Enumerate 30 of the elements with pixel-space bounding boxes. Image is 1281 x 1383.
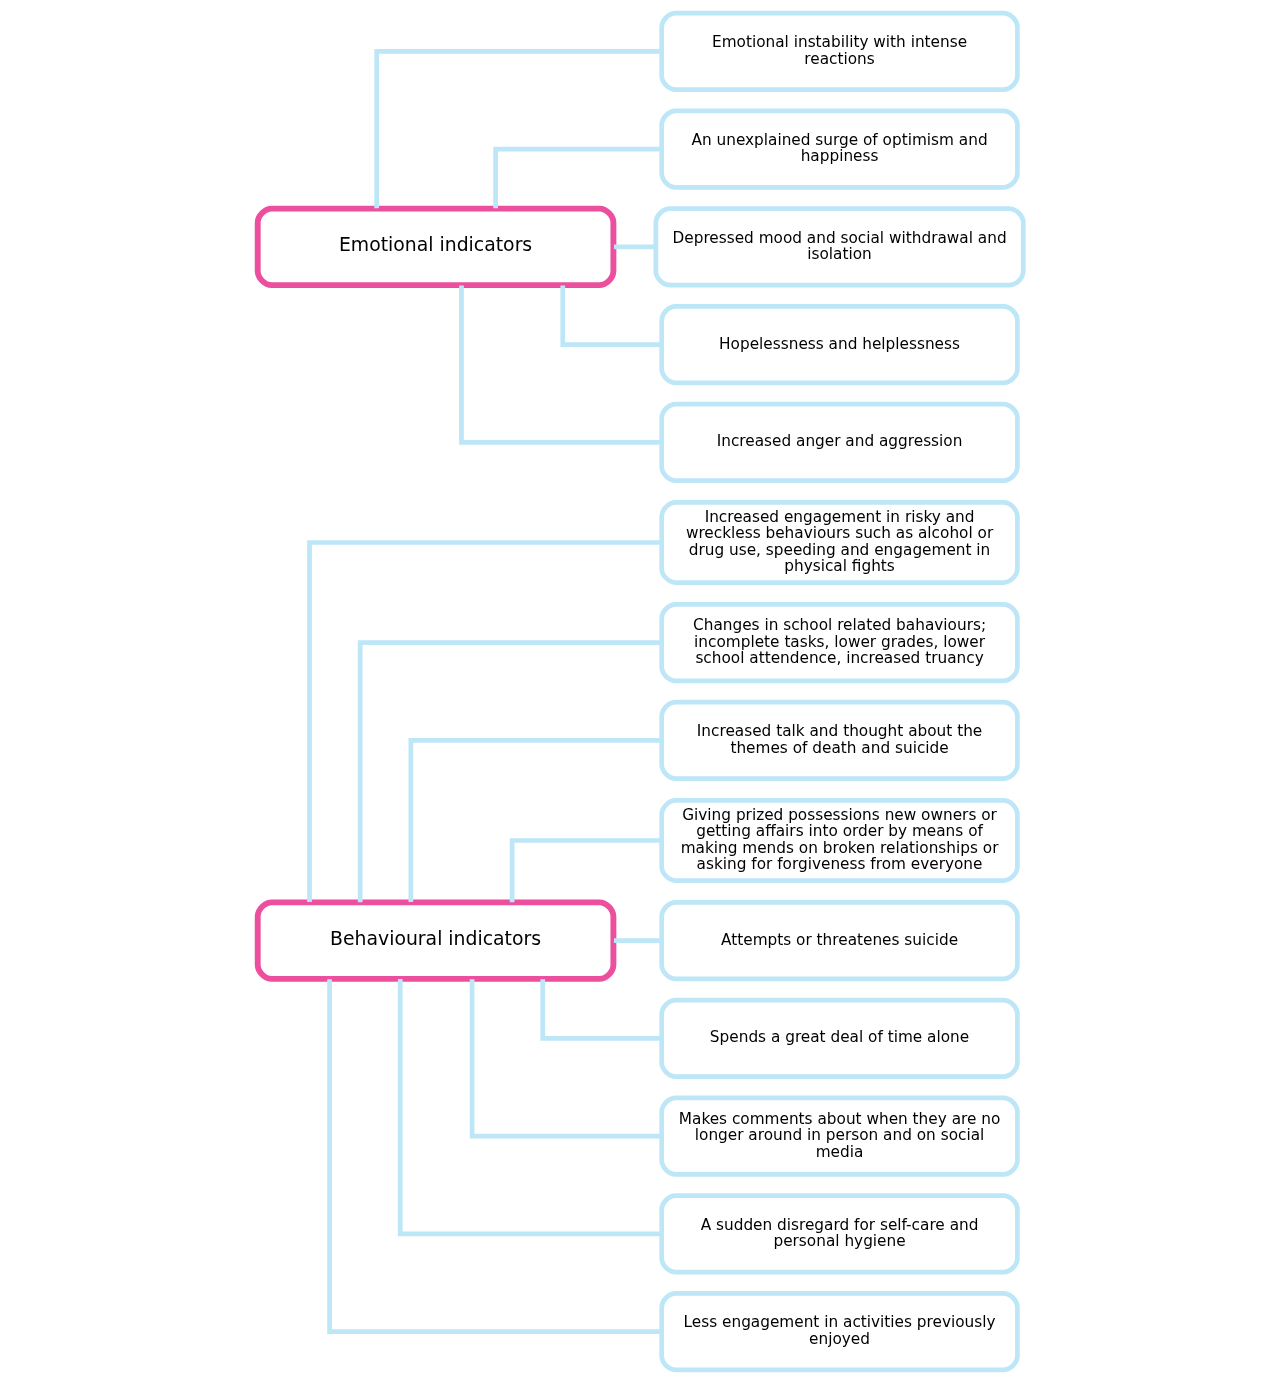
- connector: [374, 49, 662, 209]
- node-box: Emotional indicators: [254, 205, 617, 289]
- connector: [560, 285, 662, 347]
- node-box: Spends a great deal of time alone: [659, 997, 1020, 1079]
- node-box: Depressed mood and social withdrawal and isolation: [653, 206, 1026, 288]
- connector: [509, 838, 662, 903]
- node-box: An unexplained surge of optimism and happiness: [659, 108, 1020, 190]
- node-box: Less engagement in activities previously enjoyed: [659, 1291, 1020, 1373]
- connector: [493, 146, 662, 209]
- connector: [327, 979, 662, 1334]
- node-box: Emotional instability with intense reactions: [659, 10, 1020, 92]
- connector: [357, 640, 662, 903]
- node-box: Increased anger and aggression: [659, 401, 1020, 484]
- node-box: Makes comments about when they are no longer around in person and on social media: [659, 1095, 1020, 1177]
- connector: [408, 738, 662, 902]
- connector: [613, 938, 662, 943]
- node-box: Attempts or threatenes suicide: [659, 899, 1020, 982]
- node-box: Hopelessness and helplessness: [659, 304, 1020, 386]
- node-box: Behavioural indicators: [254, 899, 617, 982]
- connector: [613, 244, 656, 250]
- node-box: A sudden disregard for self-care and personal hygiene: [659, 1193, 1020, 1275]
- node-box: Giving prized possessions new owners or getting affairs into order by means of making mends on broken relationships or asking for forgiveness from everyone: [659, 798, 1020, 883]
- connector: [307, 540, 662, 903]
- node-box: Increased talk and thought about the themes of death and suicide: [659, 699, 1020, 781]
- node-box: Changes in school related bahaviours; incomplete tasks, lower grades, lower school attendence, increased truancy: [659, 602, 1020, 684]
- connector: [469, 979, 662, 1139]
- node-box: Increased engagement in risky and wreckless behaviours such as alcohol or drug use, speeding and engagement in physical fights: [659, 500, 1020, 585]
- connector: [397, 978, 662, 1237]
- connector: [540, 979, 662, 1041]
- connector: [459, 285, 662, 445]
